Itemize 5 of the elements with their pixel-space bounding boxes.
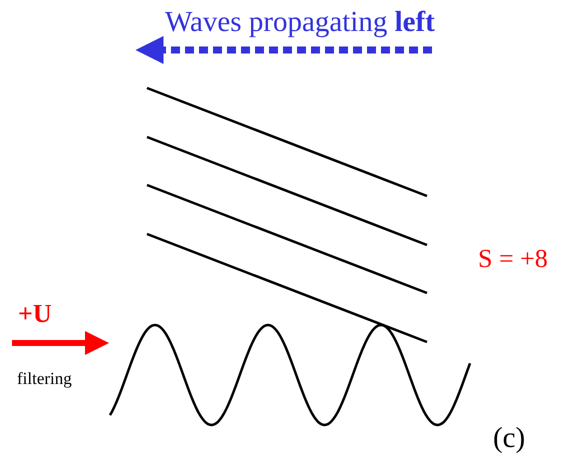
heading: Waves propagating left <box>165 8 435 37</box>
annotation-label: filtering <box>17 370 72 387</box>
panel-label: (c) <box>493 424 526 453</box>
velocity-label: +U <box>18 301 52 327</box>
parameter-label: S = +8 <box>478 246 548 272</box>
